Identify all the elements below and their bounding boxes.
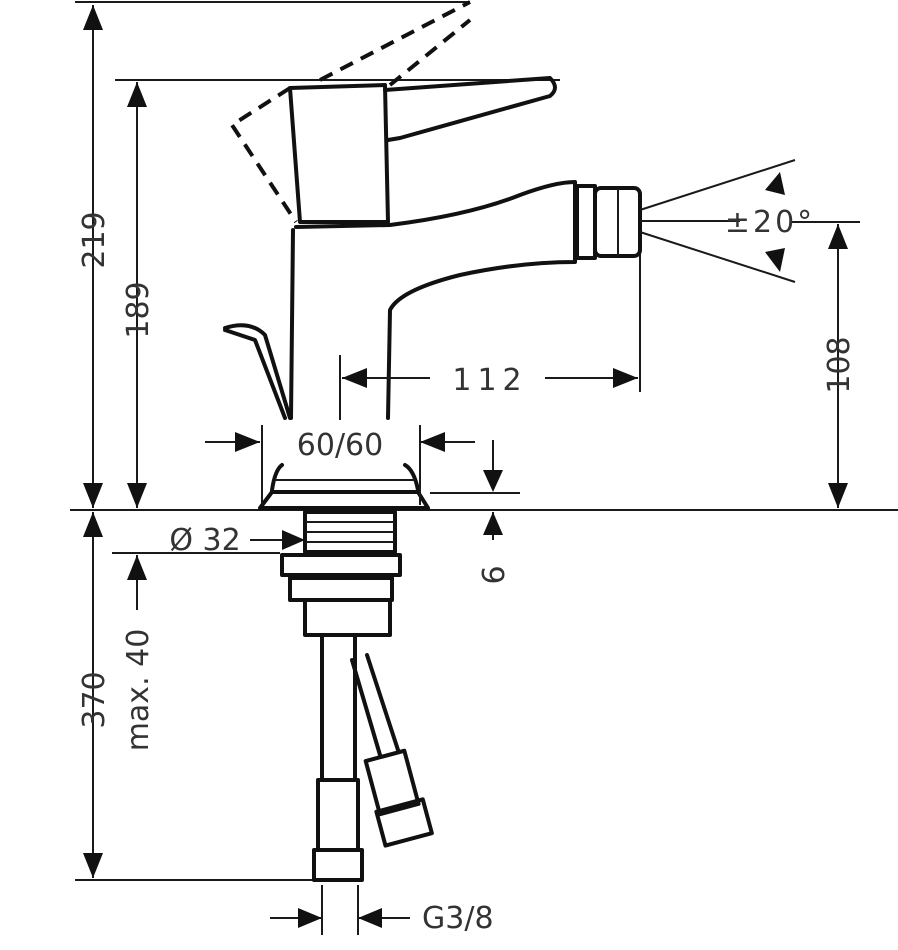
dim-thread-diameter: Ø 32 [169,523,240,558]
dim-hose-length: 370 [77,671,112,728]
dim-lever-height: 189 [121,281,156,338]
faucet-outline [223,0,642,420]
dim-spout-reach: 112 [452,363,527,398]
dim-max-counter-thickness: max. 40 [121,629,156,752]
mounting-hardware [258,463,434,882]
dim-jet-angle: ±20° [725,205,815,240]
dim-total-height: 219 [77,211,112,268]
dim-base-thickness: 6 [477,565,512,584]
dim-spout-height: 108 [822,336,857,393]
dim-connection-thread: G3/8 [422,901,494,936]
dimension-lines [83,5,848,935]
reference-lines [70,1,898,881]
dim-base-size: 60/60 [297,428,383,463]
